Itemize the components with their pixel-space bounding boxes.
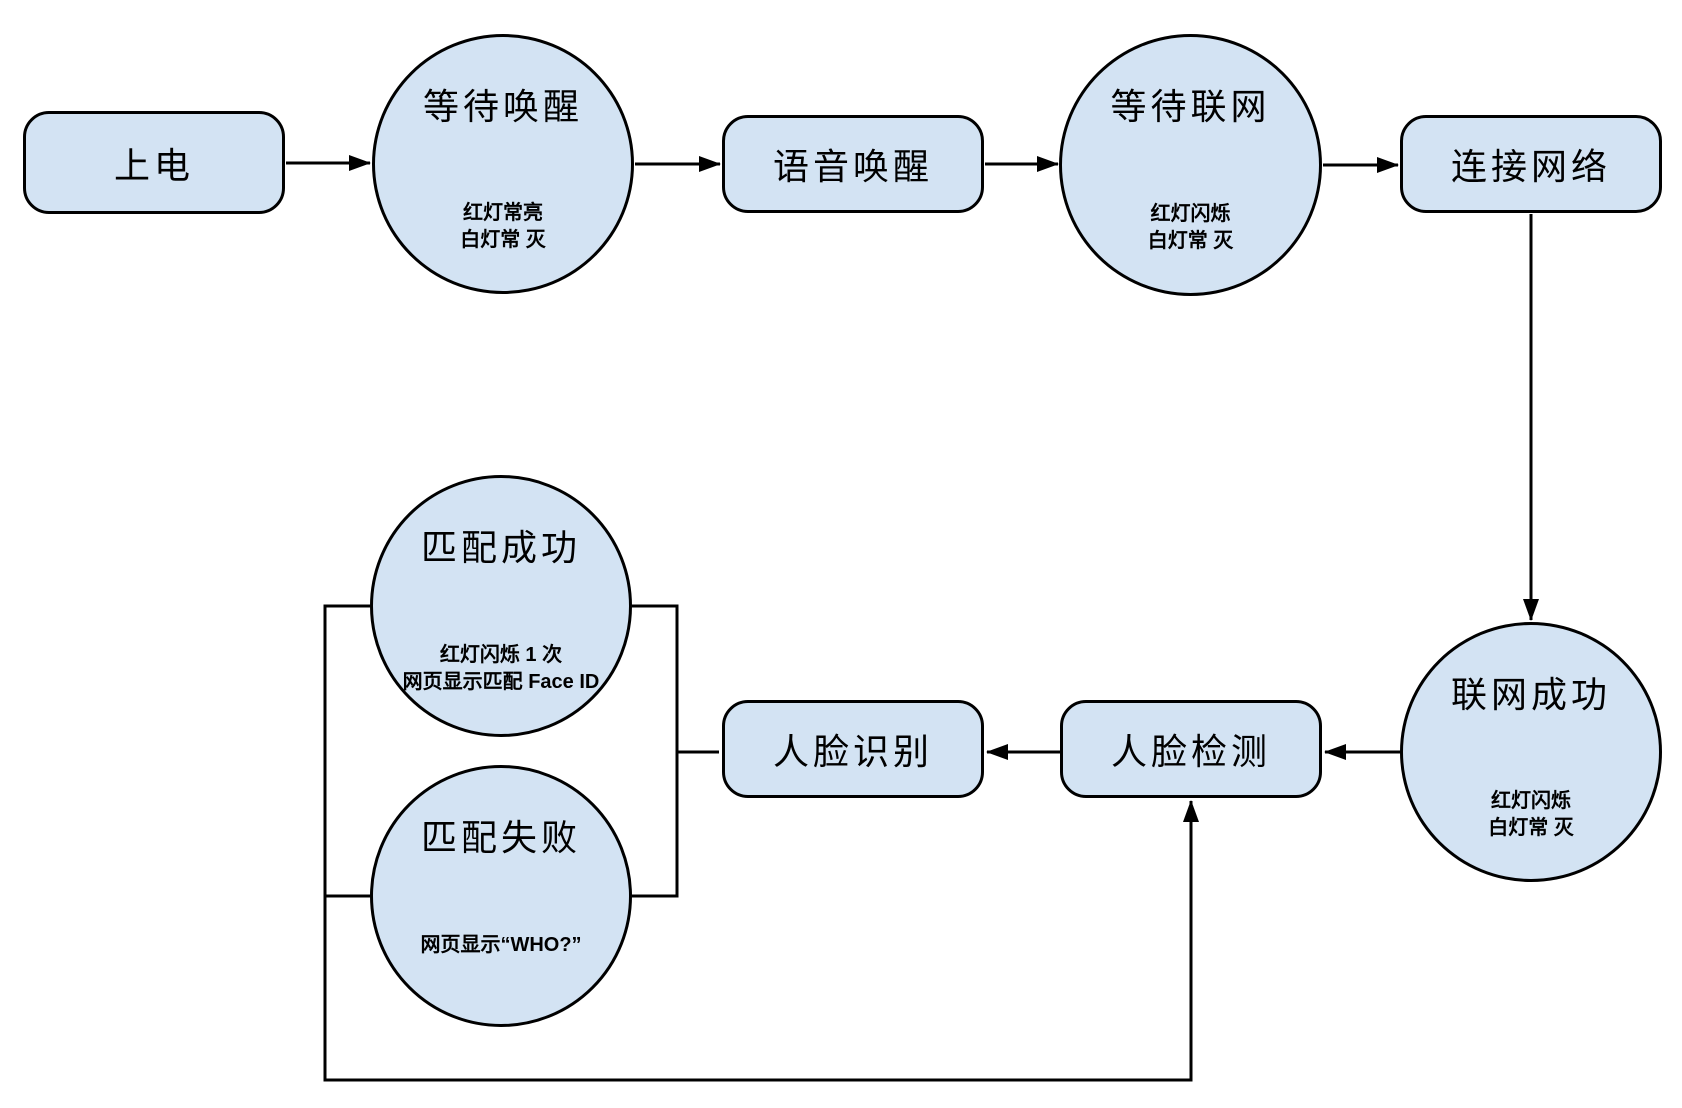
node-match-fail-label: 匹配失败 (420, 816, 581, 858)
edge-bracket-match-circles (632, 604, 679, 898)
node-network-success-label: 联网成功 (1450, 673, 1611, 715)
node-match-fail-note: 网页显示“WHO?” (420, 933, 582, 956)
node-face-recognize: 人脸识别 (722, 700, 984, 798)
node-face-recognize-label: 人脸识别 (772, 731, 933, 772)
node-face-detect: 人脸检测 (1060, 700, 1322, 798)
node-wait-network-label: 等待联网 (1110, 85, 1271, 127)
node-connect-network-label: 连接网络 (1450, 146, 1611, 187)
node-wait-wake: 等待唤醒 红灯常亮 白灯常 灭 (372, 34, 634, 294)
node-wait-wake-label: 等待唤醒 (422, 85, 583, 127)
node-face-detect-label: 人脸检测 (1110, 731, 1271, 772)
node-wait-network: 等待联网 红灯闪烁 白灯常 灭 (1059, 34, 1322, 296)
node-voice-wake-label: 语音唤醒 (772, 146, 933, 187)
node-power-on-label: 上电 (113, 144, 194, 186)
node-wait-wake-note: 红灯常亮 白灯常 灭 (460, 201, 546, 251)
node-match-success: 匹配成功 红灯闪烁 1 次 网页显示匹配 Face ID (370, 475, 632, 737)
node-wait-network-note: 红灯闪烁 白灯常 灭 (1147, 202, 1234, 252)
node-voice-wake: 语音唤醒 (722, 115, 984, 213)
node-power-on: 上电 (23, 111, 285, 214)
node-match-success-label: 匹配成功 (420, 526, 581, 568)
node-match-fail: 匹配失败 网页显示“WHO?” (370, 765, 632, 1027)
node-network-success-note: 红灯闪烁 白灯常 灭 (1488, 789, 1574, 839)
node-network-success: 联网成功 红灯闪烁 白灯常 灭 (1400, 622, 1662, 882)
node-connect-network: 连接网络 (1400, 115, 1662, 213)
node-match-success-note: 红灯闪烁 1 次 网页显示匹配 Face ID (402, 643, 600, 693)
